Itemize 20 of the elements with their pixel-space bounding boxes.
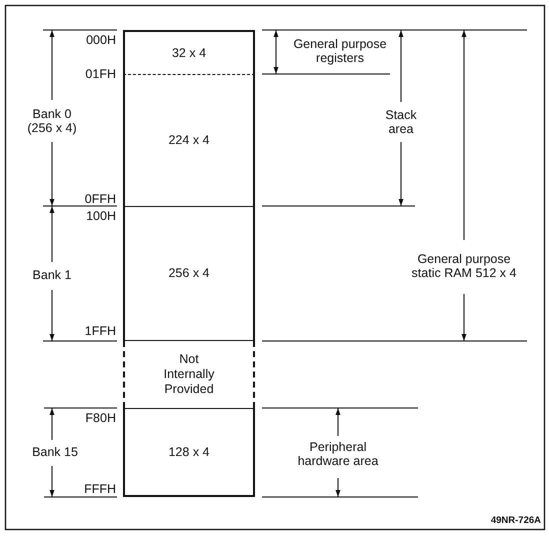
bank-label: Bank 0 (256 x 4) — [26, 107, 78, 135]
address-label: FFFH — [83, 482, 116, 496]
bank-label: Bank 1 — [32, 268, 72, 282]
bank-label: Bank 15 — [31, 445, 79, 459]
address-label: 100H — [85, 209, 116, 223]
memory-block: 256 x 4 — [123, 206, 255, 341]
address-label: 1FFH — [84, 324, 116, 338]
unprovided-region: Not Internally Provided — [123, 341, 255, 408]
area-label: General purpose registers — [292, 37, 388, 65]
address-label: 01FH — [84, 67, 116, 81]
address-label: 0FFH — [84, 192, 116, 206]
area-label: Stack area — [384, 108, 418, 136]
memory-block: 128 x 4 — [123, 408, 255, 497]
memory-block: 224 x 4 — [123, 74, 255, 206]
area-label: Peripheral hardware area — [296, 440, 380, 468]
figure-number: 49NR-726A — [490, 514, 541, 528]
memory-block: 32 x 4 — [123, 30, 255, 74]
address-label: F80H — [84, 411, 116, 425]
area-label: General purpose static RAM 512 x 4 — [410, 252, 518, 280]
address-label: 000H — [85, 33, 116, 47]
